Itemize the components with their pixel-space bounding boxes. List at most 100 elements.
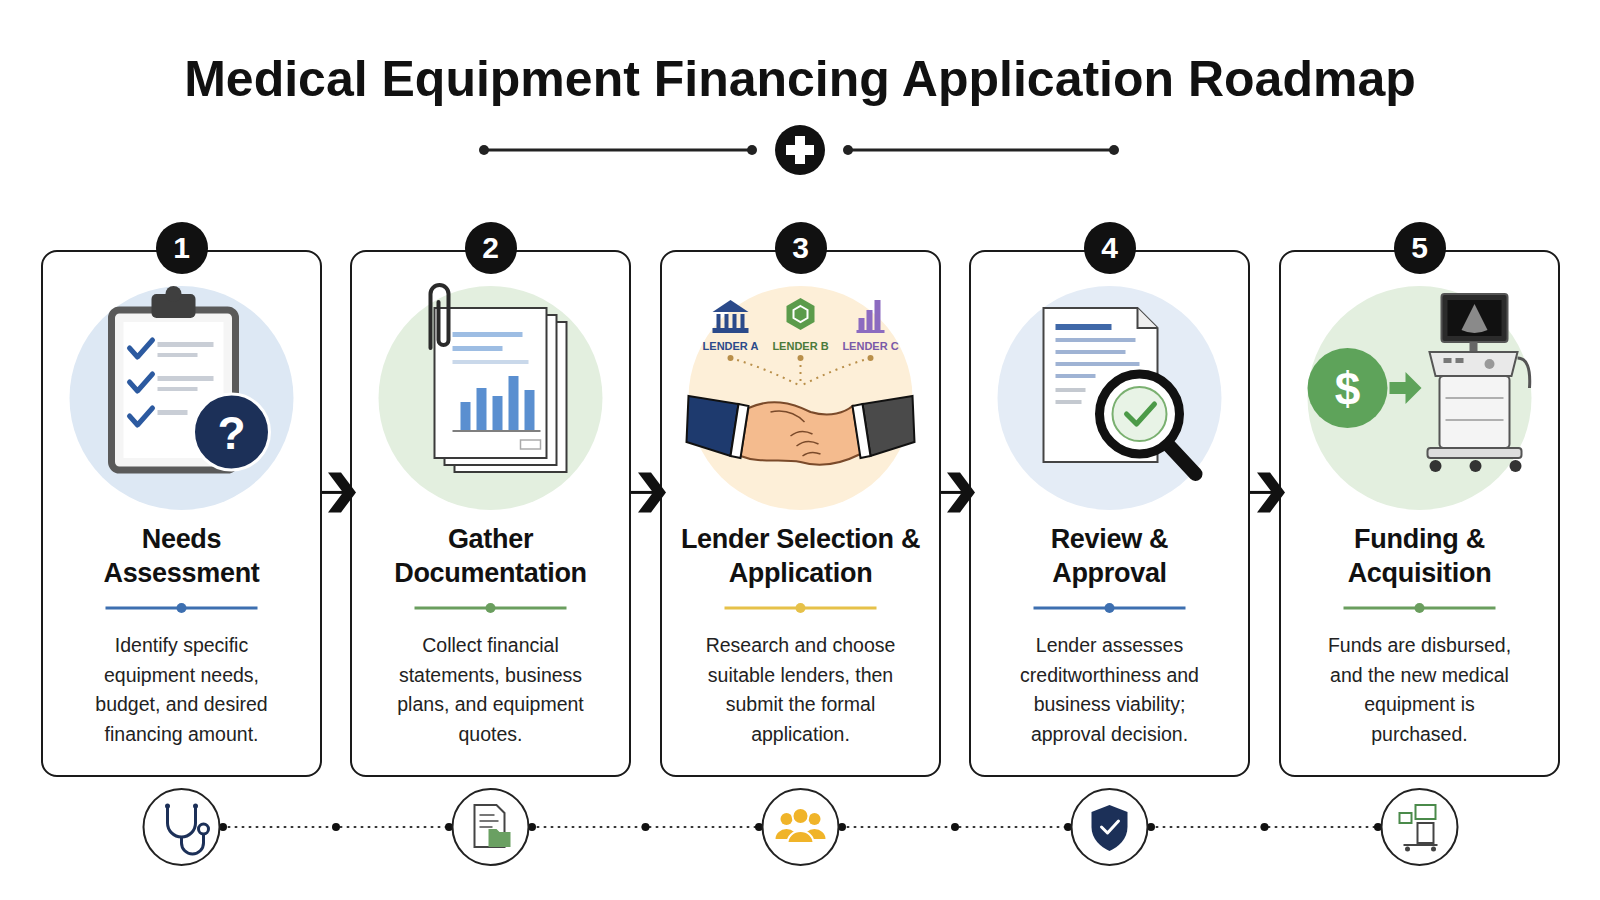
chart-bar — [509, 376, 519, 430]
text-line — [453, 332, 523, 337]
icon-monitor — [1416, 805, 1436, 819]
dollar-sign: $ — [1335, 362, 1361, 416]
magnifier-handle — [1168, 444, 1196, 474]
connector-line — [941, 491, 969, 494]
folder-shape — [489, 829, 511, 847]
text-line — [1056, 324, 1112, 330]
document-fold — [1138, 308, 1158, 328]
ornament-line — [848, 149, 1114, 152]
illustration-backdrop — [1308, 286, 1532, 510]
step-card: Needs AssessmentIdentify specific equipm… — [41, 250, 322, 777]
divider-dot — [177, 603, 187, 613]
shield-shape — [1092, 805, 1128, 851]
stethoscope-icon — [144, 789, 220, 865]
icon-wheel — [1405, 847, 1410, 852]
ultrasound-image — [1462, 304, 1488, 333]
step-heading: Needs Assessment — [92, 522, 272, 590]
link-dot — [728, 355, 734, 361]
stethoscope-chest — [199, 824, 209, 834]
stethoscope-ear — [193, 804, 198, 809]
step-card: Lender Selection & ApplicationResearch a… — [660, 250, 941, 777]
check-mark — [130, 408, 153, 425]
text-line — [1056, 400, 1082, 404]
person-head — [781, 813, 793, 825]
dollar-circle — [1308, 348, 1388, 428]
step-heading: Lender Selection & Application — [670, 522, 932, 590]
machine-wheel — [1430, 460, 1442, 472]
shaking-hands — [741, 402, 861, 465]
console-button — [1456, 358, 1464, 363]
ornament-line — [484, 149, 752, 152]
diagram-title: Medical Equipment Financing Application … — [0, 48, 1600, 110]
shirt-cuff — [853, 404, 871, 458]
step-card: Funding & AcquisitionFunds are disbursed… — [1279, 250, 1560, 777]
step-description: Research and choose suitable lenders, th… — [691, 631, 911, 749]
icon-wheel — [1431, 847, 1436, 852]
drawer-line — [1446, 419, 1504, 421]
bank-icon — [717, 314, 721, 328]
title-ornament — [479, 125, 1119, 175]
magnifier-inner — [1113, 387, 1167, 441]
document-icon — [453, 789, 529, 865]
chart-bar — [477, 388, 487, 430]
card-dividers — [106, 603, 1496, 613]
equipment-icon — [1382, 789, 1458, 865]
icon-screen — [1400, 813, 1412, 823]
illustration-backdrop — [379, 286, 603, 510]
illustration-backdrop — [689, 286, 913, 510]
step-number: 5 — [1411, 231, 1428, 265]
icon-circle — [1072, 789, 1148, 865]
step-number: 3 — [792, 231, 809, 265]
machine-wheel — [1470, 460, 1482, 472]
check-mark — [130, 340, 153, 357]
step-number-badge: 2 — [465, 222, 517, 274]
plus-bar — [795, 136, 805, 164]
console-knob — [1485, 359, 1495, 369]
text-line — [480, 814, 495, 816]
step-number-badge: 5 — [1394, 222, 1446, 274]
step-heading: Gather Documentation — [376, 522, 606, 590]
clipboard-clip — [166, 286, 182, 302]
bank-icon — [741, 314, 745, 328]
timeline-dot — [332, 823, 340, 831]
step-number-badge: 3 — [775, 222, 827, 274]
step-description: Lender assesses creditworthiness and bus… — [1000, 631, 1220, 749]
flow-arrow — [1390, 372, 1422, 404]
divider-dot — [1415, 603, 1425, 613]
person-head — [809, 813, 821, 825]
drawer-line — [1446, 397, 1504, 399]
paper-sheet — [435, 308, 547, 458]
text-line — [158, 342, 214, 347]
step-number: 4 — [1101, 231, 1118, 265]
bank-icon — [713, 300, 749, 312]
text-line — [480, 826, 493, 828]
plus-circle — [775, 125, 825, 175]
ornament-dot — [1109, 145, 1119, 155]
suit-sleeve — [863, 396, 915, 456]
machine-base — [1428, 448, 1522, 458]
bars-icon — [857, 330, 885, 333]
paperclip — [431, 285, 449, 348]
illustration-backdrop — [70, 286, 294, 510]
step-number: 1 — [173, 231, 190, 265]
text-line — [1056, 374, 1096, 378]
step-heading: Review & Approval — [1020, 522, 1200, 590]
connector-line — [1250, 491, 1279, 494]
step-number-badge: 4 — [1084, 222, 1136, 274]
divider-dot — [1105, 603, 1115, 613]
bars-icon — [867, 310, 873, 330]
text-line — [158, 353, 198, 357]
chart-bar — [525, 390, 535, 430]
clipboard-illustration — [70, 286, 294, 510]
bank-icon — [713, 328, 749, 333]
step-heading: Funding & Acquisition — [1320, 522, 1520, 590]
lender-tag: LENDER B — [772, 340, 828, 352]
ornament-dot — [479, 145, 489, 155]
chart-bar — [493, 396, 503, 430]
step-description: Funds are disbursed, and the new medical… — [1320, 631, 1520, 749]
ornament-dot — [843, 145, 853, 155]
hexagon-icon — [794, 306, 808, 322]
timeline-dot — [1261, 823, 1269, 831]
dashed-link — [731, 358, 871, 386]
finger-lines — [771, 411, 821, 456]
